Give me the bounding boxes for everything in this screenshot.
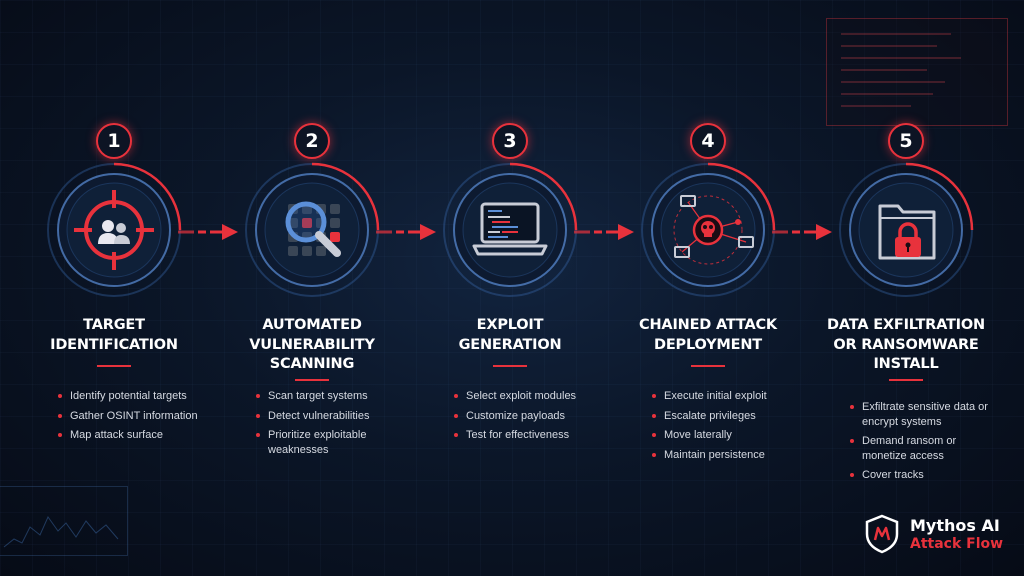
title-underline	[295, 379, 329, 381]
flow-arrow-1	[176, 222, 240, 242]
list-item: Test for effectiveness	[452, 428, 602, 443]
list-item: Scan target systems	[254, 389, 404, 404]
title-underline	[691, 365, 725, 367]
step-icon-ring	[44, 160, 184, 300]
step-bullet-list: Identify potential targets Gather OSINT …	[56, 389, 206, 448]
step-title: CHAINED ATTACK DEPLOYMENT	[639, 317, 777, 353]
step-2: 2	[232, 0, 392, 576]
list-item: Prioritize exploitable weaknesses	[254, 428, 404, 457]
step-title: TARGET IDENTIFICATION	[50, 317, 178, 353]
step-bullet-list: Execute initial exploit Escalate privile…	[650, 389, 800, 467]
list-item: Map attack surface	[56, 428, 206, 443]
chart-decoration-panel	[0, 486, 128, 556]
step-title: EXPLOIT GENERATION	[458, 317, 562, 353]
list-item: Exfiltrate sensitive data or encrypt sys…	[848, 400, 998, 429]
list-item: Gather OSINT information	[56, 409, 206, 424]
flow-arrow-4	[770, 222, 834, 242]
list-item: Demand ransom or monetize access	[848, 434, 998, 463]
step-title: AUTOMATED VULNERABILITY SCANNING	[249, 317, 375, 372]
flow-arrow-3	[572, 222, 636, 242]
skull-network-icon	[673, 195, 754, 265]
step-number-badge: 2	[294, 123, 330, 159]
magnifier-scan-icon	[285, 201, 341, 257]
list-item: Detect vulnerabilities	[254, 409, 404, 424]
title-underline	[493, 365, 527, 367]
step-icon-ring	[836, 160, 976, 300]
brand-lockup: Mythos AI Attack Flow	[864, 512, 1024, 556]
list-item: Select exploit modules	[452, 389, 602, 404]
step-number-badge: 5	[888, 123, 924, 159]
step-bullet-list: Select exploit modules Customize payload…	[452, 389, 602, 448]
flow-arrow-2	[374, 222, 438, 242]
list-item: Escalate privileges	[650, 409, 800, 424]
brand-name: Mythos AI	[910, 516, 1000, 535]
list-item: Cover tracks	[848, 468, 998, 483]
step-title: DATA EXFILTRATION OR RANSOMWARE INSTALL	[827, 317, 985, 372]
list-item: Identify potential targets	[56, 389, 206, 404]
step-icon-ring	[242, 160, 382, 300]
list-item: Execute initial exploit	[650, 389, 800, 404]
list-item: Move laterally	[650, 428, 800, 443]
laptop-code-icon	[472, 202, 548, 256]
crosshair-target-icon	[74, 190, 154, 270]
list-item: Customize payloads	[452, 409, 602, 424]
step-5: 5 DATA EXFILTRATION OR RANSOMWARE INSTAL…	[826, 0, 988, 576]
step-number-badge: 3	[492, 123, 528, 159]
step-1: 1 TARGET IDENTIFICATION Identify potenti…	[34, 0, 198, 576]
step-3: 3 EXPLOIT GENERATION Select exploit modu…	[430, 0, 590, 576]
step-4: 4 CHAINED ATTA	[628, 0, 788, 576]
title-underline	[889, 379, 923, 381]
hud-decoration-panel	[826, 18, 1008, 126]
step-bullet-list: Scan target systems Detect vulnerabiliti…	[254, 389, 404, 462]
step-number-badge: 4	[690, 123, 726, 159]
step-bullet-list: Exfiltrate sensitive data or encrypt sys…	[848, 400, 998, 488]
shield-logo-icon	[865, 514, 899, 554]
step-number-badge: 1	[96, 123, 132, 159]
step-icon-ring	[440, 160, 580, 300]
brand-subtitle: Attack Flow	[910, 536, 1004, 552]
title-underline	[97, 365, 131, 367]
locked-folder-icon	[878, 204, 936, 260]
list-item: Maintain persistence	[650, 448, 800, 463]
step-icon-ring	[638, 160, 778, 300]
